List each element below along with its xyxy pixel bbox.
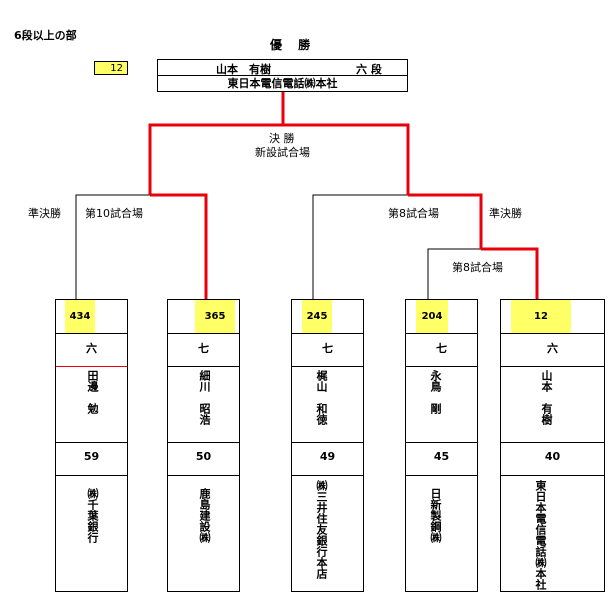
line-semi-left-b (150, 193, 208, 299)
player-age: 59 (83, 450, 100, 463)
winner-title: 優 勝 (270, 38, 317, 52)
player-card: 365 七 細川 昭浩 50 鹿島建設㈱ (167, 299, 240, 592)
semi-left-venue: 第10試合場 (85, 207, 143, 220)
line-semi-right-a (312, 194, 408, 299)
player-seed: 365 (195, 300, 235, 333)
player-rank: 七 (322, 342, 333, 355)
semi-right-venue: 第8試合場 (388, 207, 439, 220)
winner-name: 山本 有樹 (216, 63, 271, 76)
player-seed: 204 (416, 300, 448, 333)
player-seed: 12 (511, 300, 571, 333)
player-company: 日新製鋼㈱ (429, 488, 442, 543)
player-name: 梶山 和徳 (315, 370, 328, 425)
player-seed: 434 (65, 300, 95, 333)
player-card: 204 七 永鳥 剛 45 日新製鋼㈱ (405, 299, 478, 592)
qf-venue: 第8試合場 (452, 261, 503, 274)
final-venue: 新設試合場 (255, 146, 310, 159)
winner-rank: 六 段 (356, 63, 382, 76)
player-age: 50 (195, 450, 212, 463)
line-final (148, 123, 410, 195)
player-rank: 七 (198, 342, 209, 355)
semi-left-label: 準決勝 (28, 207, 61, 220)
player-rank: 七 (436, 342, 447, 355)
player-company: ㈱三井住友銀行本店 (315, 480, 328, 579)
category-title: 6段以上の部 (14, 29, 77, 42)
final-label: 決 勝 (269, 132, 295, 145)
player-age: 49 (319, 450, 336, 463)
semi-right-label: 準決勝 (489, 207, 522, 220)
player-company: 鹿島建設㈱ (198, 488, 211, 543)
player-card: 245 七 梶山 和徳 49 ㈱三井住友銀行本店 (291, 299, 364, 592)
line-semi-right-b (408, 193, 483, 249)
winner-seed: 12 (94, 61, 128, 75)
line-semi-left-a (75, 194, 150, 299)
player-name: 山本 有樹 (540, 370, 553, 425)
player-card: 12 六 山本 有樹 40 東日本電信電話㈱本社 (500, 299, 605, 592)
player-name: 細川 昭浩 (198, 370, 211, 425)
player-name: 永鳥 剛 (429, 370, 442, 414)
player-age: 45 (433, 450, 450, 463)
player-age: 40 (544, 450, 561, 463)
winner-name-row: 山本 有樹 六 段 (158, 60, 407, 76)
player-rank: 六 (86, 342, 97, 355)
winner-box: 山本 有樹 六 段 東日本電信電話㈱本社 (157, 59, 408, 92)
winner-company: 東日本電信電話㈱本社 (227, 77, 338, 90)
line-qf-a (427, 248, 481, 299)
player-name: 田邊 勉 (86, 370, 99, 414)
player-company: 東日本電信電話㈱本社 (534, 480, 547, 590)
player-company: ㈱千葉銀行 (86, 488, 99, 543)
player-card: 434 六 田邊 勉 59 ㈱千葉銀行 (55, 299, 128, 592)
line-qf-b (481, 247, 539, 299)
player-seed: 245 (302, 300, 332, 333)
player-rank: 六 (547, 342, 558, 355)
